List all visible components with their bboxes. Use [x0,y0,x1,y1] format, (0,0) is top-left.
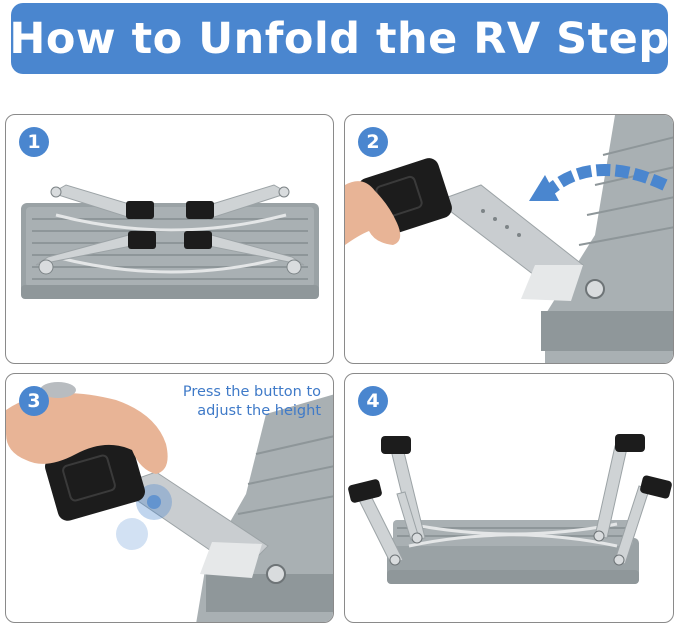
step-panel-4: 4 [344,373,674,623]
step-number-badge: 2 [358,127,388,157]
hint-line-2: adjust the height [197,403,321,419]
step-number-badge: 4 [358,386,388,416]
step-number-badge: 3 [19,386,49,416]
adjust-height-illustration [6,382,333,622]
unfold-leg-illustration [345,115,673,363]
step-number-badge: 1 [19,127,49,157]
step-panel-3: 3 Press the button to adjust the height [5,373,334,623]
step-panel-2: 2 [344,114,674,364]
page-title: How to Unfold the RV Step [9,13,670,64]
folded-step-illustration [21,184,319,299]
curved-arrow-icon [529,164,668,201]
hint-line-1: Press the button to [182,384,321,400]
step-panel-1: 1 [5,114,334,364]
unfolded-step-illustration [348,434,672,584]
title-banner: How to Unfold the RV Step [9,3,670,74]
adjust-height-hint: Press the button to adjust the height [151,383,321,421]
